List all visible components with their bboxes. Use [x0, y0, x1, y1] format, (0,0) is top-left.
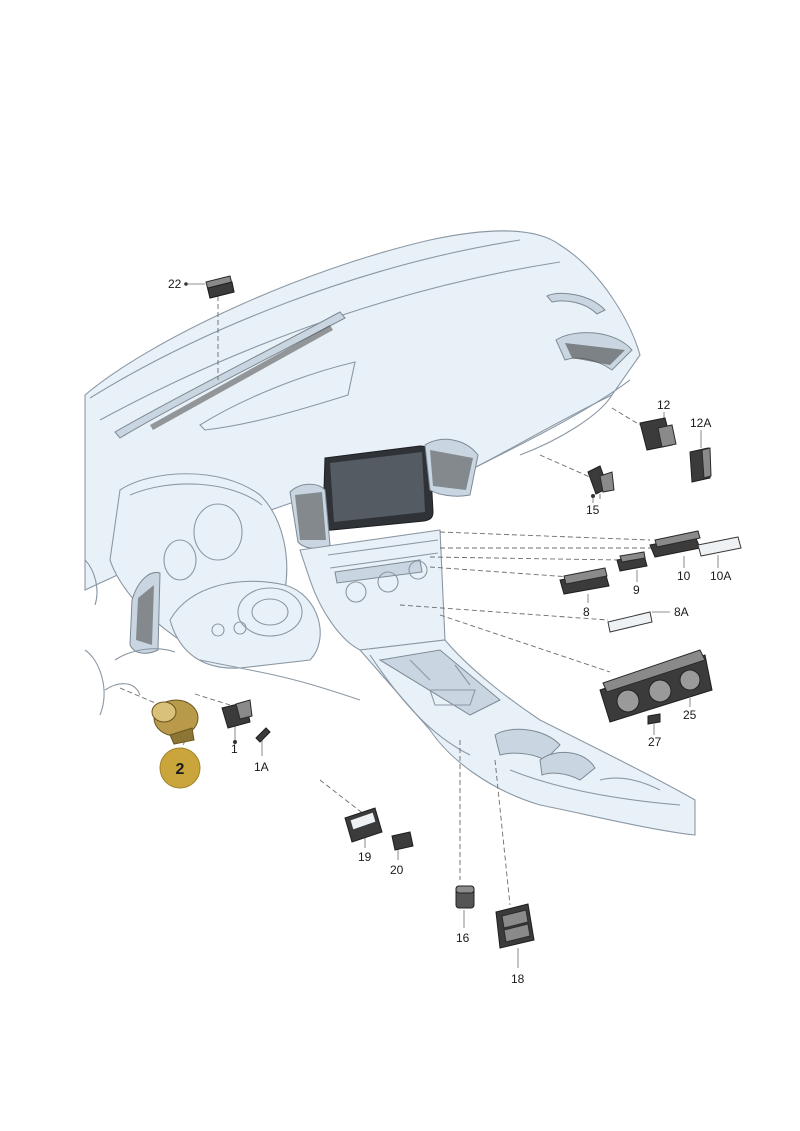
callout-1a[interactable]: 1A — [254, 760, 269, 774]
part-18-switch-block — [495, 903, 535, 949]
callout-12a[interactable]: 12A — [690, 416, 711, 430]
part-15-sensor — [587, 465, 615, 498]
parts — [151, 275, 742, 949]
part-10-switch-panel — [649, 530, 701, 558]
highlight-callout[interactable]: 2 — [159, 747, 201, 789]
dashboard-illustration — [84, 230, 696, 836]
part-9-switch — [616, 551, 648, 572]
part-22-sensor — [184, 275, 235, 299]
part-12a-switch — [689, 447, 712, 483]
callout-16[interactable]: 16 — [456, 931, 470, 945]
callout-8[interactable]: 8 — [583, 605, 590, 619]
part-16-knob — [455, 885, 475, 909]
callout-27[interactable]: 27 — [648, 735, 662, 749]
part-27-screw — [647, 713, 661, 725]
part-12-switch — [639, 417, 677, 451]
callout-19[interactable]: 19 — [358, 850, 372, 864]
part-2-light-switch — [151, 699, 199, 745]
highlight-circle — [159, 747, 201, 789]
callout-8a[interactable]: 8A — [674, 605, 689, 619]
callout-labels: 22 12 12A 15 10 10A 9 8 8A 25 27 1 1A 19… — [168, 277, 731, 986]
part-1a-clip — [255, 727, 271, 743]
callout-10[interactable]: 10 — [677, 569, 691, 583]
callout-22[interactable]: 22 — [168, 277, 182, 291]
part-8-switch-panel — [559, 567, 610, 595]
part-1-connector — [221, 699, 253, 744]
callout-18[interactable]: 18 — [511, 972, 525, 986]
callout-12[interactable]: 12 — [657, 398, 671, 412]
part-8a-trim — [607, 611, 653, 633]
part-19-socket — [344, 807, 383, 843]
callout-15[interactable]: 15 — [586, 503, 600, 517]
callout-1[interactable]: 1 — [231, 742, 238, 756]
leader-lines — [119, 283, 719, 968]
part-10a-trim — [697, 536, 742, 557]
part-25-climate-control — [599, 649, 713, 723]
callout-10a[interactable]: 10A — [710, 569, 731, 583]
part-20-cap — [391, 831, 414, 851]
callout-25[interactable]: 25 — [683, 708, 697, 722]
highlight-number: 2 — [176, 761, 185, 778]
callout-9[interactable]: 9 — [633, 583, 640, 597]
callout-20[interactable]: 20 — [390, 863, 404, 877]
